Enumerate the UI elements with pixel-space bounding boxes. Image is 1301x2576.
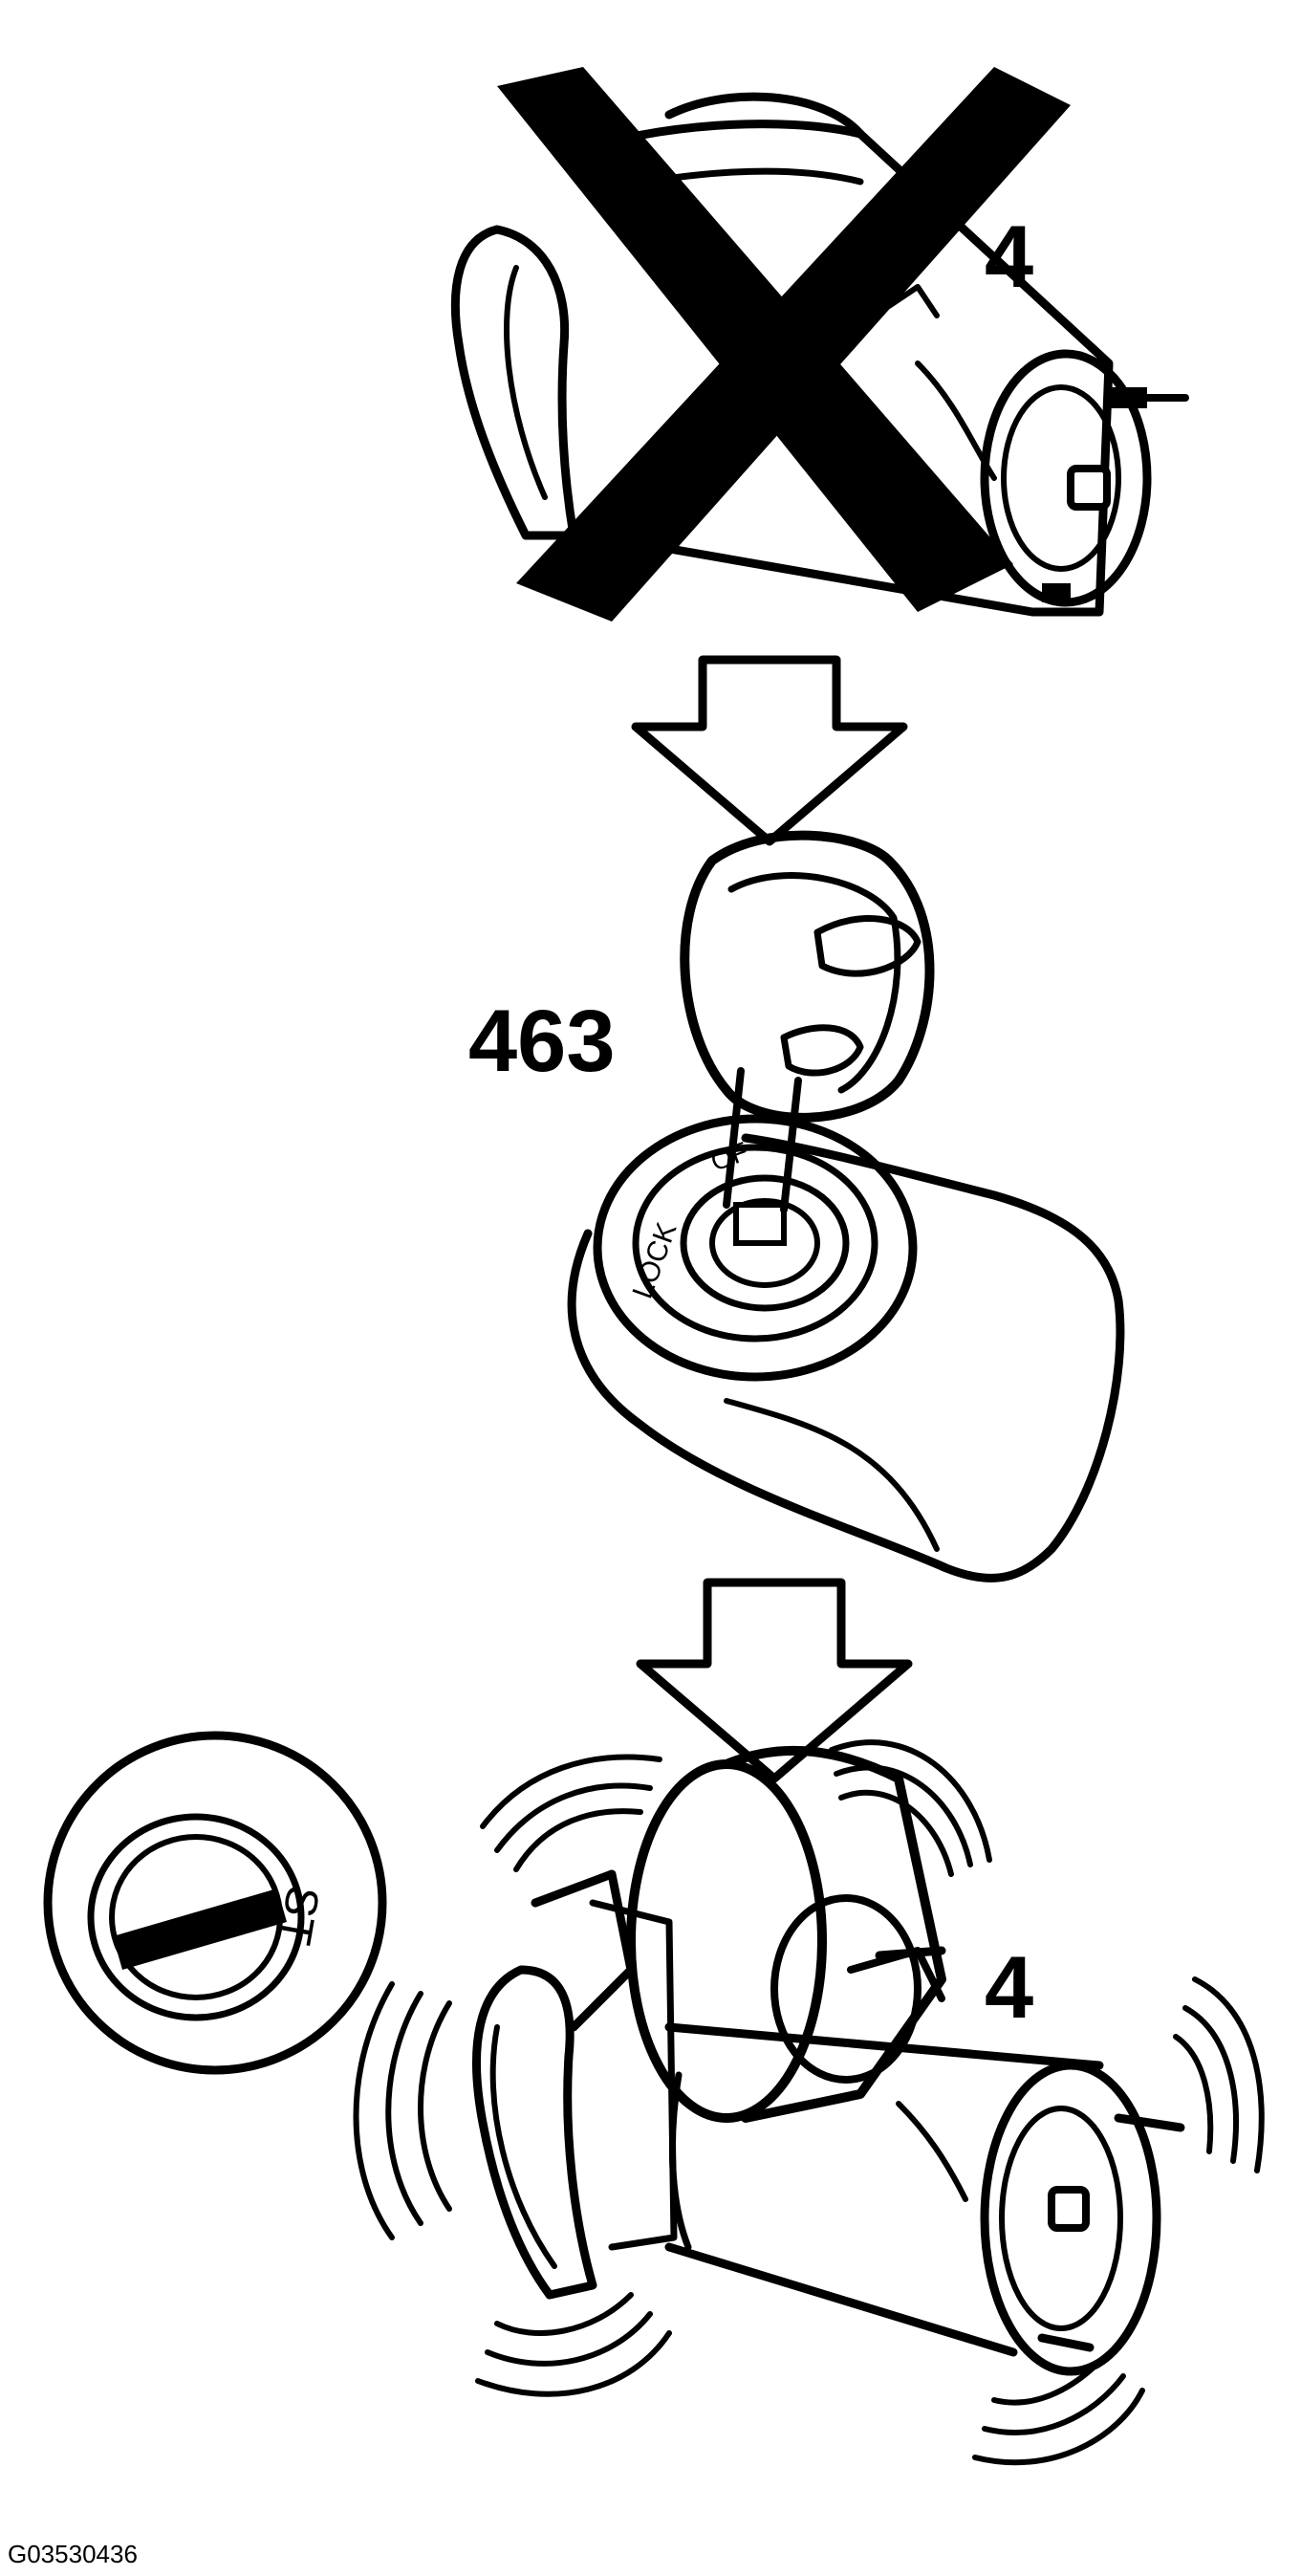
position-dial-text: ST <box>269 1882 329 1949</box>
key-callout-label: 463 <box>468 993 616 1090</box>
cross-out-mark <box>497 67 1071 622</box>
down-arrow-icon <box>631 655 908 846</box>
vibration-lines <box>353 1739 1265 2466</box>
position-dial: ST <box>43 1731 387 2075</box>
key-icon <box>680 830 935 1213</box>
figure-id: G03530436 <box>8 2540 138 2568</box>
bottom-callout-label: 4 <box>985 1939 1033 2037</box>
ignition-switch: LOCK OF <box>567 1114 1125 1583</box>
down-arrow-icon-2 <box>636 1578 913 1783</box>
top-callout-label: 4 <box>985 208 1033 306</box>
starter-motor <box>472 1745 1185 2376</box>
